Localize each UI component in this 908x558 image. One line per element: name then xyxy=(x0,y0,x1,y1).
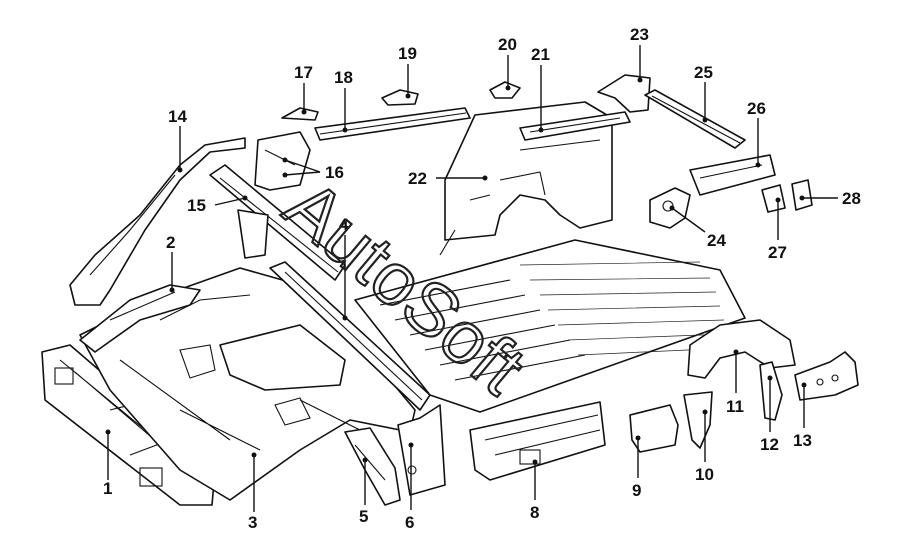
callout-2: 2 xyxy=(166,233,175,293)
part-8-rear-crossmember xyxy=(469,401,606,481)
callout-1: 1 xyxy=(103,429,112,498)
callout-9: 9 xyxy=(632,435,641,500)
part-28-small-panel xyxy=(791,179,813,211)
svg-text:19: 19 xyxy=(398,44,417,63)
part-5-panel xyxy=(344,427,401,506)
svg-text:17: 17 xyxy=(294,63,313,82)
callout-3: 3 xyxy=(248,452,257,532)
callout-10: 10 xyxy=(695,409,714,484)
callout-8: 8 xyxy=(530,459,539,522)
callout-13: 13 xyxy=(793,382,812,450)
svg-text:9: 9 xyxy=(632,481,641,500)
callout-6: 6 xyxy=(405,442,414,532)
part-19-bracket xyxy=(381,89,419,106)
part-13-rear-corner xyxy=(794,351,859,401)
callout-15: 15 xyxy=(187,195,248,215)
svg-text:28: 28 xyxy=(842,189,861,208)
part-1-front-cross-member xyxy=(41,344,216,506)
callout-19: 19 xyxy=(398,44,417,99)
svg-text:3: 3 xyxy=(248,513,257,532)
part-15-roof-bow xyxy=(209,164,346,281)
svg-text:20: 20 xyxy=(498,35,517,54)
part-10-bracket xyxy=(683,391,713,449)
part-7-rear-floor xyxy=(354,239,746,413)
part-21-roof-rail xyxy=(519,111,631,141)
callout-27: 27 xyxy=(768,197,787,262)
svg-text:4: 4 xyxy=(339,215,349,234)
svg-text:6: 6 xyxy=(405,513,414,532)
part-12-bracket xyxy=(759,361,783,421)
svg-text:26: 26 xyxy=(747,99,766,118)
svg-text:16: 16 xyxy=(325,163,344,182)
svg-text:8: 8 xyxy=(530,503,539,522)
svg-text:21: 21 xyxy=(531,45,550,64)
svg-text:11: 11 xyxy=(726,397,744,416)
svg-text:5: 5 xyxy=(359,507,368,526)
callout-22: 22 xyxy=(408,169,488,188)
part-9-bracket xyxy=(629,404,679,453)
callout-16: 16 xyxy=(282,157,344,182)
svg-text:15: 15 xyxy=(187,196,206,215)
part-26-panel xyxy=(689,154,776,196)
callout-17: 17 xyxy=(294,63,313,115)
svg-text:12: 12 xyxy=(760,435,779,454)
svg-text:1: 1 xyxy=(103,479,112,498)
callout-26: 26 xyxy=(747,99,766,168)
svg-text:22: 22 xyxy=(408,169,427,188)
callout-11: 11 xyxy=(726,349,744,416)
part-17-bracket xyxy=(281,107,319,121)
callout-4: 4 xyxy=(339,215,349,321)
callout-18: 18 xyxy=(334,68,353,133)
part-16-pillar xyxy=(254,131,311,191)
part-14-roof-side-rail xyxy=(69,137,246,306)
svg-text:13: 13 xyxy=(793,431,812,450)
callout-12: 12 xyxy=(760,375,779,454)
part-22-side-panel xyxy=(439,101,613,256)
part-23-upper-bracket xyxy=(597,74,651,113)
callout-14: 14 xyxy=(168,107,187,173)
part-20-bracket xyxy=(489,81,521,99)
svg-text:23: 23 xyxy=(630,25,649,44)
svg-text:25: 25 xyxy=(694,63,713,82)
svg-text:27: 27 xyxy=(768,243,787,262)
svg-text:14: 14 xyxy=(168,107,187,126)
callout-24: 24 xyxy=(669,205,726,250)
callout-28: 28 xyxy=(799,189,861,208)
svg-text:2: 2 xyxy=(166,233,175,252)
part-6-pillar xyxy=(397,404,446,496)
callout-25: 25 xyxy=(694,63,713,123)
part-18-roof-rail xyxy=(314,107,471,141)
part-27-small-panel xyxy=(761,184,786,213)
svg-text:18: 18 xyxy=(334,68,353,87)
part-2-crossmember xyxy=(79,284,201,353)
part-25-roof-rail-rear xyxy=(644,89,746,149)
svg-text:10: 10 xyxy=(695,465,714,484)
callout-20: 20 xyxy=(498,35,517,91)
svg-text:24: 24 xyxy=(707,231,726,250)
callout-5: 5 xyxy=(359,457,368,526)
callout-23: 23 xyxy=(630,25,649,83)
callout-21: 21 xyxy=(531,45,550,133)
